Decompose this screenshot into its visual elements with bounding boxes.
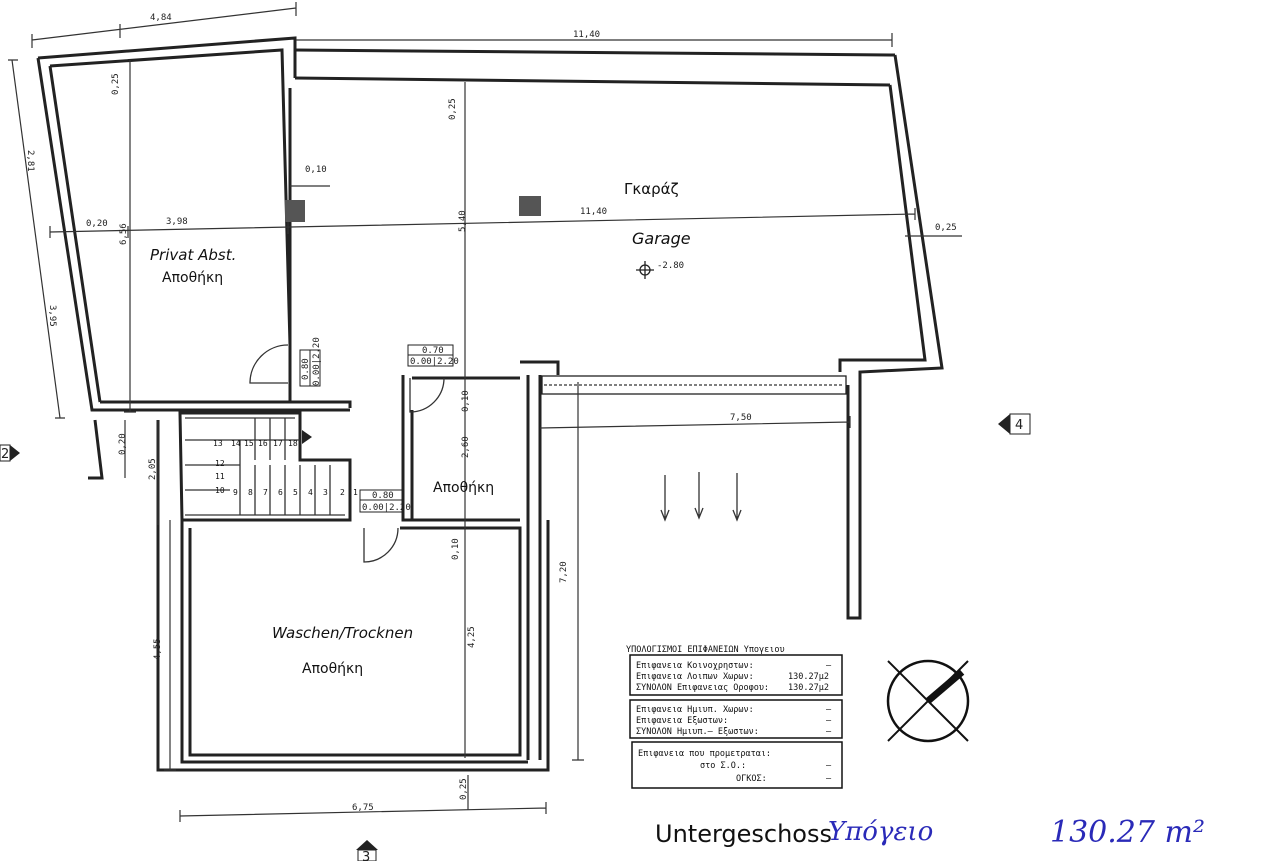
caption: Untergeschoss Υπόγειο 130.27 m² — [655, 815, 1205, 850]
door-2-width: 0.70 — [422, 346, 444, 356]
dim-0-20-a: 0,20 — [86, 219, 108, 229]
area-row-b2-value: – — [826, 716, 832, 726]
garage-label-de: Garage — [632, 229, 691, 248]
entrance-arrows — [660, 472, 742, 522]
drain-grate — [541, 375, 847, 395]
step-3: 3 — [323, 488, 328, 497]
step-13: 13 — [213, 439, 223, 448]
dim-11-40-mid: 11,40 — [580, 207, 607, 217]
section-marker-right: 4 — [998, 413, 1031, 435]
step-18: 18 — [288, 439, 298, 448]
step-12: 12 — [215, 459, 225, 468]
laundry-label-de: Waschen/Trocknen — [272, 624, 413, 642]
dim-6-56: 6,56 — [119, 223, 129, 245]
door-3-height: 0.00|2.20 — [362, 503, 411, 513]
dim-0-10-a: 0,10 — [305, 165, 327, 175]
dim-0-20-b: 0,20 — [118, 433, 128, 455]
dim-4-84: 4,84 — [150, 13, 172, 23]
dim-0-25-a: 0,25 — [111, 73, 121, 95]
dim-6-75: 6,75 — [352, 803, 374, 813]
step-5: 5 — [293, 488, 298, 497]
dim-5-40: 5,40 — [458, 210, 468, 232]
section-marker-right-label: 4 — [1015, 418, 1023, 433]
area-row-c2-label: στο Σ.Ο.: — [700, 761, 746, 771]
step-15: 15 — [244, 439, 254, 448]
room-labels: Privat Abst. Αποθήκη Γκαράζ Garage -2.80… — [150, 180, 691, 677]
area-row-a2-label: Επιφανεια Λοιπων Χωρων: — [636, 672, 754, 682]
dim-4-55: 4,55 — [153, 638, 163, 660]
dim-0-10-b: 0,10 — [461, 390, 471, 412]
area-row-b3-value: – — [826, 727, 832, 737]
dim-7-20: 7,20 — [559, 561, 569, 583]
step-7: 7 — [263, 488, 268, 497]
area-row-c2-value: – — [826, 761, 832, 771]
door-swings — [249, 344, 445, 563]
area-row-c1-label: Επιφανεια που προμετραται: — [638, 749, 771, 759]
dim-0-25-right: 0,25 — [935, 223, 957, 233]
area-row-c3-value: – — [826, 774, 832, 784]
dim-2-81: 2,81 — [25, 150, 35, 172]
dim-0-25-bottom: 0,25 — [459, 778, 469, 800]
private-storage-label-de: Privat Abst. — [150, 246, 236, 264]
area-row-a3-value: 130.27μ2 — [788, 683, 829, 693]
column-right — [519, 196, 541, 216]
dim-11-40-top: 11,40 — [573, 30, 600, 40]
walls — [36, 36, 944, 772]
drawing-title: Untergeschoss — [655, 820, 832, 848]
door-1-height: 0.00|2.20 — [312, 337, 322, 386]
section-marker-bottom-label: 3 — [362, 850, 370, 861]
area-row-a2-value: 130.27μ2 — [788, 672, 829, 682]
dimension-lines — [8, 2, 962, 822]
area-row-a1-value: – — [826, 661, 832, 671]
area-row-b1-label: Επιφανεια Ημιυπ. Χωρων: — [636, 705, 754, 715]
area-table-title: ΥΠΟΛΟΓΙΣΜΟΙ ΕΠΙΦΑΝΕΙΩΝ Υπογειου — [626, 645, 785, 655]
step-14: 14 — [231, 439, 241, 448]
handwritten-level: Υπόγειο — [828, 817, 933, 847]
door-2-height: 0.00|2.20 — [410, 357, 459, 367]
step-4: 4 — [308, 488, 313, 497]
step-16: 16 — [258, 439, 268, 448]
step-6: 6 — [278, 488, 283, 497]
column-left — [285, 200, 305, 222]
door-1-width: 0.80 — [301, 358, 311, 380]
stairs: 13 14 15 16 17 18 12 11 10 9 8 7 6 5 4 3… — [185, 418, 358, 515]
dimension-labels: 4,84 11,40 2,81 0,25 0,25 0,10 0,20 3,98… — [25, 13, 957, 813]
handwritten-area: 130.27 m² — [1050, 815, 1205, 850]
dim-3-95: 3,95 — [47, 305, 57, 327]
private-storage-label-gr: Αποθήκη — [162, 270, 223, 286]
dim-3-98: 3,98 — [166, 217, 188, 227]
area-table: ΥΠΟΛΟΓΙΣΜΟΙ ΕΠΙΦΑΝΕΙΩΝ Υπογειου Επιφανει… — [626, 645, 843, 789]
step-2: 2 — [340, 488, 345, 497]
step-8: 8 — [248, 488, 253, 497]
dim-7-50: 7,50 — [730, 413, 752, 423]
door-tags: 0.80 0.00|2.20 0.70 0.00|2.20 0.80 0.00|… — [299, 337, 459, 513]
small-storage-label-gr: Αποθήκη — [433, 480, 494, 496]
step-17: 17 — [273, 439, 283, 448]
step-9: 9 — [233, 488, 238, 497]
area-row-a1-label: Επιφανεια Κοινοχρηστων: — [636, 661, 754, 671]
north-arrow-icon — [886, 659, 970, 743]
laundry-label-gr: Αποθήκη — [302, 661, 363, 677]
section-marker-left-label: 2 — [1, 447, 9, 462]
garage-level: -2.80 — [657, 261, 684, 271]
garage-label-gr: Γκαράζ — [624, 180, 679, 198]
area-row-b2-label: Επιφανεια Εξωστων: — [636, 716, 728, 726]
dim-0-25-b: 0,25 — [448, 98, 458, 120]
section-marker-left: 2 — [0, 444, 20, 462]
area-row-b1-value: – — [826, 705, 832, 715]
step-10: 10 — [215, 486, 225, 495]
area-row-a3-label: ΣΥΝΟΛΟΝ Επιφανειας Οροφου: — [636, 683, 769, 693]
section-marker-bottom: 3 — [356, 840, 378, 861]
step-11: 11 — [215, 472, 225, 481]
door-3-width: 0.80 — [372, 491, 394, 501]
dim-2-60: 2,60 — [461, 436, 471, 458]
level-marker-icon — [636, 261, 654, 279]
step-1: 1 — [353, 488, 358, 497]
area-row-b3-label: ΣΥΝΟΛΟΝ Ημιυπ.– Εξωστων: — [636, 727, 759, 737]
dim-2-05: 2,05 — [148, 458, 158, 480]
area-row-c3-label: ΟΓΚΟΣ: — [736, 774, 767, 784]
dim-4-25: 4,25 — [467, 626, 477, 648]
dim-0-10-c: 0,10 — [451, 538, 461, 560]
